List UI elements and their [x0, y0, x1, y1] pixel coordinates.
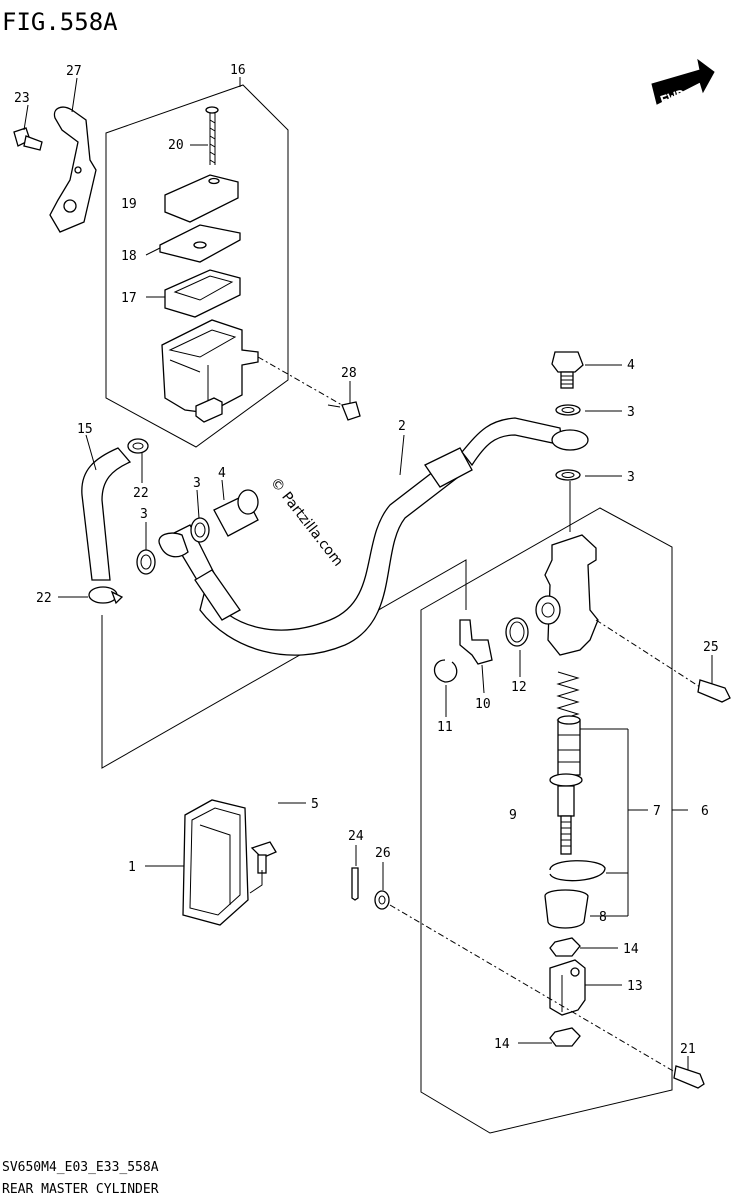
- pin-21: [673, 1065, 705, 1089]
- connector-10: [459, 619, 493, 665]
- callout-22-upper: 22: [133, 486, 149, 501]
- bolt-25: [697, 679, 731, 703]
- bolt-25-axis: [595, 619, 701, 688]
- callout-1: 1: [128, 860, 136, 875]
- bolt-28: [327, 401, 361, 421]
- callout-6: 6: [701, 804, 709, 819]
- callout-5: 5: [311, 797, 319, 812]
- fwd-badge-text: FWD: [658, 87, 687, 110]
- piston-9: [557, 715, 581, 776]
- callout-12: 12: [511, 680, 527, 695]
- washer-3-left-b: [136, 549, 156, 575]
- cotter-pin-24: [351, 867, 359, 901]
- callout-19: 19: [121, 197, 137, 212]
- callout-15: 15: [77, 422, 93, 437]
- clevis-13: [549, 959, 586, 1016]
- circlip: [549, 860, 606, 882]
- footer-code: SV650M4_E03_E33_558A: [2, 1160, 159, 1175]
- callout-14-upper: 14: [623, 942, 639, 957]
- callout-7: 7: [653, 804, 661, 819]
- callout-17: 17: [121, 291, 137, 306]
- fwd-arrow-icon: FWD: [651, 58, 715, 110]
- nut-14-lower: [549, 1027, 581, 1047]
- screw-5: [250, 841, 277, 874]
- callout-10: 10: [475, 697, 491, 712]
- callout-25: 25: [703, 640, 719, 655]
- callout-4-right: 4: [627, 358, 635, 373]
- callout-9: 9: [509, 808, 517, 823]
- diaphragm-17: [164, 269, 241, 318]
- hose-15: [81, 447, 132, 581]
- push-rod: [549, 773, 583, 855]
- bracket-27: [49, 106, 97, 233]
- reservoir-body: [161, 319, 259, 423]
- callout-20: 20: [168, 138, 184, 153]
- callout-13: 13: [627, 979, 643, 994]
- watermark-text: © Partzilla.com: [267, 475, 346, 570]
- screw-20: [205, 106, 219, 165]
- figure-title: FIG.558A: [2, 8, 118, 36]
- reservoir-group-box: [105, 84, 289, 448]
- circlip-11: [433, 659, 458, 683]
- callout-26: 26: [375, 846, 391, 861]
- banjo-bolt-4-right: [551, 351, 584, 389]
- master-cylinder-body: [535, 534, 599, 656]
- callout-3-right-b: 3: [627, 470, 635, 485]
- clamp-22-upper: [127, 438, 149, 454]
- pin-axis: [389, 904, 681, 1076]
- washer-3-left-a: [190, 517, 210, 543]
- callout-27: 27: [66, 64, 82, 79]
- banjo-bolt-4-left: [213, 489, 259, 537]
- bolt-23: [13, 127, 43, 151]
- callout-14-lower: 14: [494, 1037, 510, 1052]
- callout-2: 2: [398, 419, 406, 434]
- master-cylinder-group-box: [420, 507, 673, 1134]
- washer-3-right-b: [555, 469, 581, 481]
- cover-1: [182, 799, 249, 926]
- boot-8: [544, 889, 589, 929]
- callout-8: 8: [599, 910, 607, 925]
- clamp-22-lower: [88, 586, 124, 605]
- washer-3-right-a: [555, 404, 581, 416]
- footer-name: REAR MASTER CYLINDER: [2, 1182, 159, 1197]
- callout-3-left-a: 3: [193, 476, 201, 491]
- callout-16: 16: [230, 63, 246, 78]
- cap-19: [164, 174, 239, 223]
- screw-5-lead: [249, 870, 263, 894]
- callout-3-left-b: 3: [140, 507, 148, 522]
- callout-28: 28: [341, 366, 357, 381]
- callout-24: 24: [348, 829, 364, 844]
- callout-3-right-a: 3: [627, 405, 635, 420]
- bolt-28-axis: [257, 356, 343, 406]
- washer-26: [374, 890, 390, 910]
- hose-assembly-line: [101, 559, 467, 769]
- callout-18: 18: [121, 249, 137, 264]
- callout-22-lower: 22: [36, 591, 52, 606]
- plate-18: [159, 224, 241, 263]
- callout-11: 11: [437, 720, 453, 735]
- callout-4-left: 4: [218, 466, 226, 481]
- nut-14-upper: [549, 937, 581, 957]
- leader-lines: [23, 77, 713, 1070]
- o-ring-12: [505, 617, 529, 647]
- brake-hose-2: [158, 417, 589, 656]
- callout-23: 23: [14, 91, 30, 106]
- callout-21: 21: [680, 1042, 696, 1057]
